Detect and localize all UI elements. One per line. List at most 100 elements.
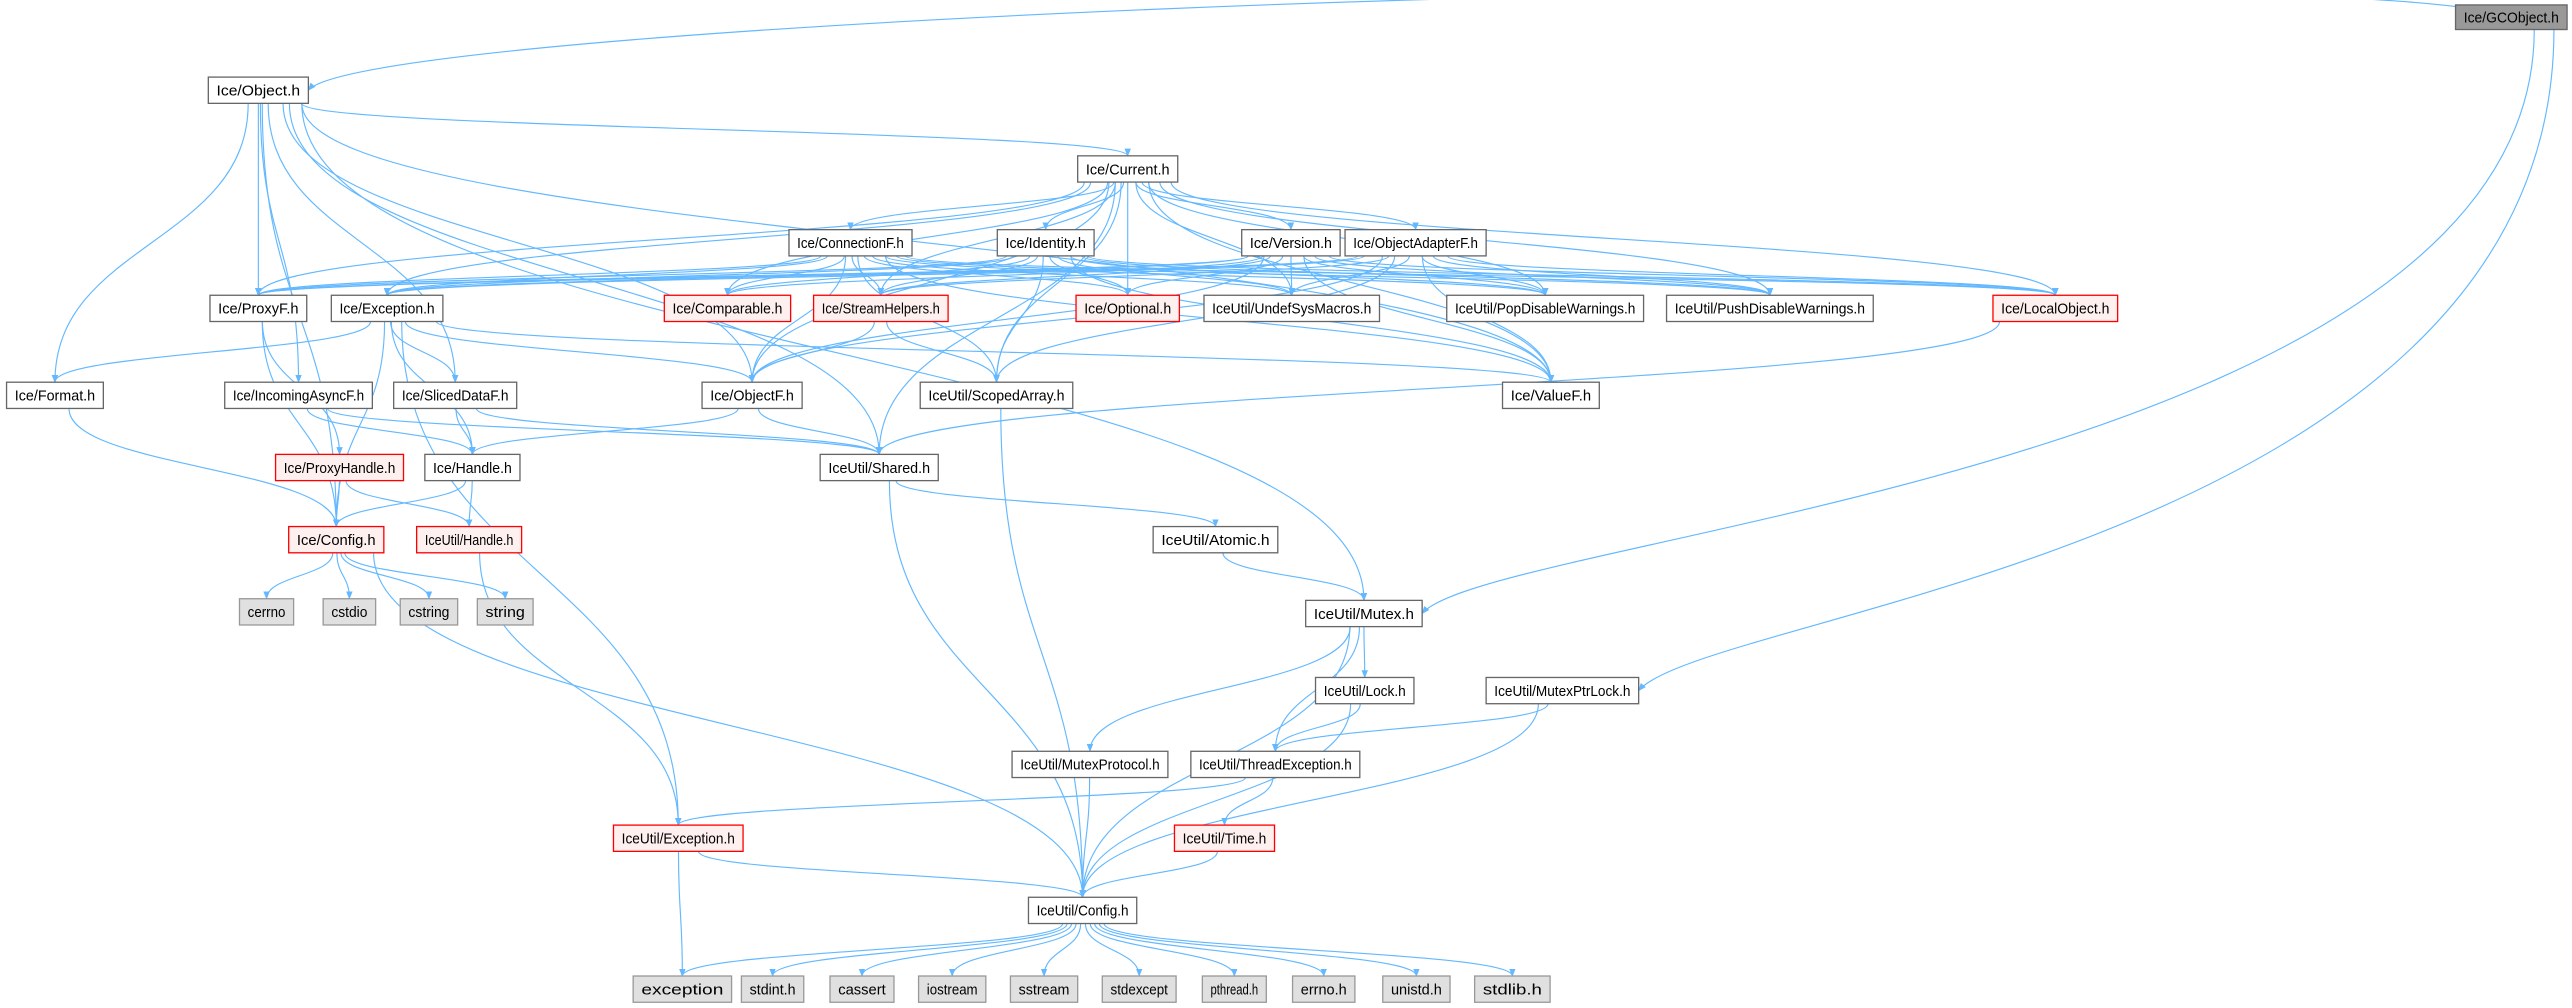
node-sliceddataf[interactable]: Ice/SlicedDataF.h <box>393 381 518 410</box>
node-label: Ice/Format.h <box>15 388 95 405</box>
node-string: string <box>476 598 534 626</box>
node-box <box>1446 294 1645 323</box>
node-box <box>1201 975 1267 1003</box>
node-lock[interactable]: IceUtil/Lock.h <box>1314 676 1415 705</box>
node-box <box>238 598 295 626</box>
node-time[interactable]: IceUtil/Time.h <box>1173 824 1276 853</box>
node-cstring: cstring <box>399 598 459 626</box>
node-handle[interactable]: Ice/Handle.h <box>424 453 521 482</box>
node-label: IceUtil/ThreadException.h <box>1199 757 1352 774</box>
node-label: Ice/Comparable.h <box>673 301 783 318</box>
node-utilconfig[interactable]: IceUtil/Config.h <box>1027 896 1138 925</box>
edge-exception-to-objectf <box>404 321 756 384</box>
node-object[interactable]: Ice/Object.h <box>207 76 310 104</box>
node-utilhandle[interactable]: IceUtil/Handle.h <box>415 525 523 554</box>
node-label: IceUtil/PushDisableWarnings.h <box>1675 301 1865 318</box>
edge-objectadapterf-to-undefsysmacros <box>1288 255 1410 297</box>
node-box <box>5 381 104 410</box>
edge-objectadapterf-to-pushdisable <box>1432 255 1773 297</box>
node-label: stdint.h <box>750 981 796 998</box>
node-box <box>1011 750 1169 779</box>
node-format[interactable]: Ice/Format.h <box>5 381 104 410</box>
node-valuef[interactable]: Ice/ValueF.h <box>1501 381 1600 410</box>
node-popdisable[interactable]: IceUtil/PopDisableWarnings.h <box>1446 294 1645 323</box>
node-atomic[interactable]: IceUtil/Atomic.h <box>1152 525 1279 554</box>
node-s-stdexcept: stdexcept <box>1101 975 1177 1003</box>
node-box <box>701 381 803 410</box>
node-cstdio: cstdio <box>322 598 377 626</box>
edge-utilexception-to-utilconfig <box>697 850 1086 899</box>
node-label: Ice/SlicedDataF.h <box>402 388 509 405</box>
node-config[interactable]: Ice/Config.h <box>288 525 385 554</box>
node-label: pthread.h <box>1211 981 1259 998</box>
node-box <box>1241 228 1341 257</box>
node-proxyhandle[interactable]: Ice/ProxyHandle.h <box>274 453 405 482</box>
node-threadexception[interactable]: IceUtil/ThreadException.h <box>1190 750 1361 779</box>
node-box <box>1101 975 1177 1003</box>
edge-proxyf-to-config <box>261 321 340 528</box>
edge-streamhelpers-to-objectf <box>748 321 875 384</box>
node-mutexprotocol[interactable]: IceUtil/MutexProtocol.h <box>1011 750 1169 779</box>
node-mutexptrlock[interactable]: IceUtil/MutexPtrLock.h <box>1485 676 1640 705</box>
node-connectionf[interactable]: Ice/ConnectionF.h <box>788 228 913 257</box>
node-identity[interactable]: Ice/Identity.h <box>996 228 1095 257</box>
node-label: IceUtil/Handle.h <box>425 532 514 549</box>
node-label: Ice/Version.h <box>1250 235 1332 252</box>
node-optional[interactable]: Ice/Optional.h <box>1075 294 1181 323</box>
edge-connectionf-to-proxyf <box>255 255 822 297</box>
node-label: cerrno <box>248 604 286 621</box>
node-label: IceUtil/Time.h <box>1183 831 1267 848</box>
node-label: Ice/LocalObject.h <box>2001 301 2109 318</box>
node-scopedarray[interactable]: IceUtil/ScopedArray.h <box>919 381 1074 410</box>
edge-gcobject-to-object <box>307 0 2535 91</box>
node-version[interactable]: Ice/Version.h <box>1241 228 1341 257</box>
node-label: IceUtil/Exception.h <box>622 831 735 848</box>
edge-utilconfig-to-s_exception <box>679 923 1064 977</box>
node-exception[interactable]: Ice/Exception.h <box>330 294 444 323</box>
node-box <box>829 975 895 1003</box>
node-undefsysmacros[interactable]: IceUtil/UndefSysMacros.h <box>1203 294 1381 323</box>
node-incomingasyncf[interactable]: Ice/IncomingAsyncF.h <box>224 381 374 410</box>
node-label: exception <box>641 981 723 998</box>
edge-identity-to-popdisable <box>1070 255 1549 297</box>
node-box <box>1291 975 1356 1003</box>
edge-config-to-cstdio <box>336 552 353 600</box>
node-label: stdexcept <box>1110 981 1168 998</box>
node-box <box>1152 525 1279 554</box>
node-box <box>1665 294 1874 323</box>
node-comparable[interactable]: Ice/Comparable.h <box>663 294 792 323</box>
node-box <box>476 598 534 626</box>
edge-atomic-to-mutex <box>1222 552 1368 602</box>
node-proxyf[interactable]: Ice/ProxyF.h <box>209 294 308 323</box>
edge-object-to-mutex <box>301 103 1368 602</box>
node-streamhelpers[interactable]: Ice/StreamHelpers.h <box>812 294 949 323</box>
node-label: Ice/ObjectAdapterF.h <box>1353 235 1478 252</box>
node-box <box>207 76 310 104</box>
node-box <box>1344 228 1487 257</box>
edge-utilconfig-to-s_errno <box>1094 923 1327 977</box>
node-objectf[interactable]: Ice/ObjectF.h <box>701 381 803 410</box>
node-label: iostream <box>927 981 978 998</box>
edge-sliceddataf-to-shared <box>475 407 883 456</box>
edge-utilhandle-to-utilexception <box>479 552 682 826</box>
node-current[interactable]: Ice/Current.h <box>1077 155 1179 183</box>
edge-lock-to-utilconfig <box>1079 703 1352 899</box>
node-localobject[interactable]: Ice/LocalObject.h <box>1992 294 2119 323</box>
edge-handle-to-config <box>333 480 467 528</box>
node-objectadapterf[interactable]: Ice/ObjectAdapterF.h <box>1344 228 1487 257</box>
node-label: Ice/StreamHelpers.h <box>822 301 940 318</box>
node-shared[interactable]: IceUtil/Shared.h <box>819 453 939 482</box>
edge-object-to-format <box>51 103 249 384</box>
node-label: Ice/ValueF.h <box>1511 388 1591 405</box>
edge-utilconfig-to-s_stdexcept <box>1084 923 1143 977</box>
node-box <box>996 228 1095 257</box>
node-mutex[interactable]: IceUtil/Mutex.h <box>1305 599 1423 628</box>
node-box <box>1473 975 1551 1003</box>
node-gcobject[interactable]: Ice/GCObject.h <box>2454 4 2568 31</box>
edge-sliceddataf-to-handle <box>455 408 476 456</box>
node-pushdisable[interactable]: IceUtil/PushDisableWarnings.h <box>1665 294 1874 323</box>
edge-object-to-valuef <box>301 103 1555 384</box>
node-box <box>1027 896 1138 925</box>
node-utilexception[interactable]: IceUtil/Exception.h <box>612 824 744 853</box>
edge-mutex-to-mutexprotocol <box>1086 626 1351 753</box>
